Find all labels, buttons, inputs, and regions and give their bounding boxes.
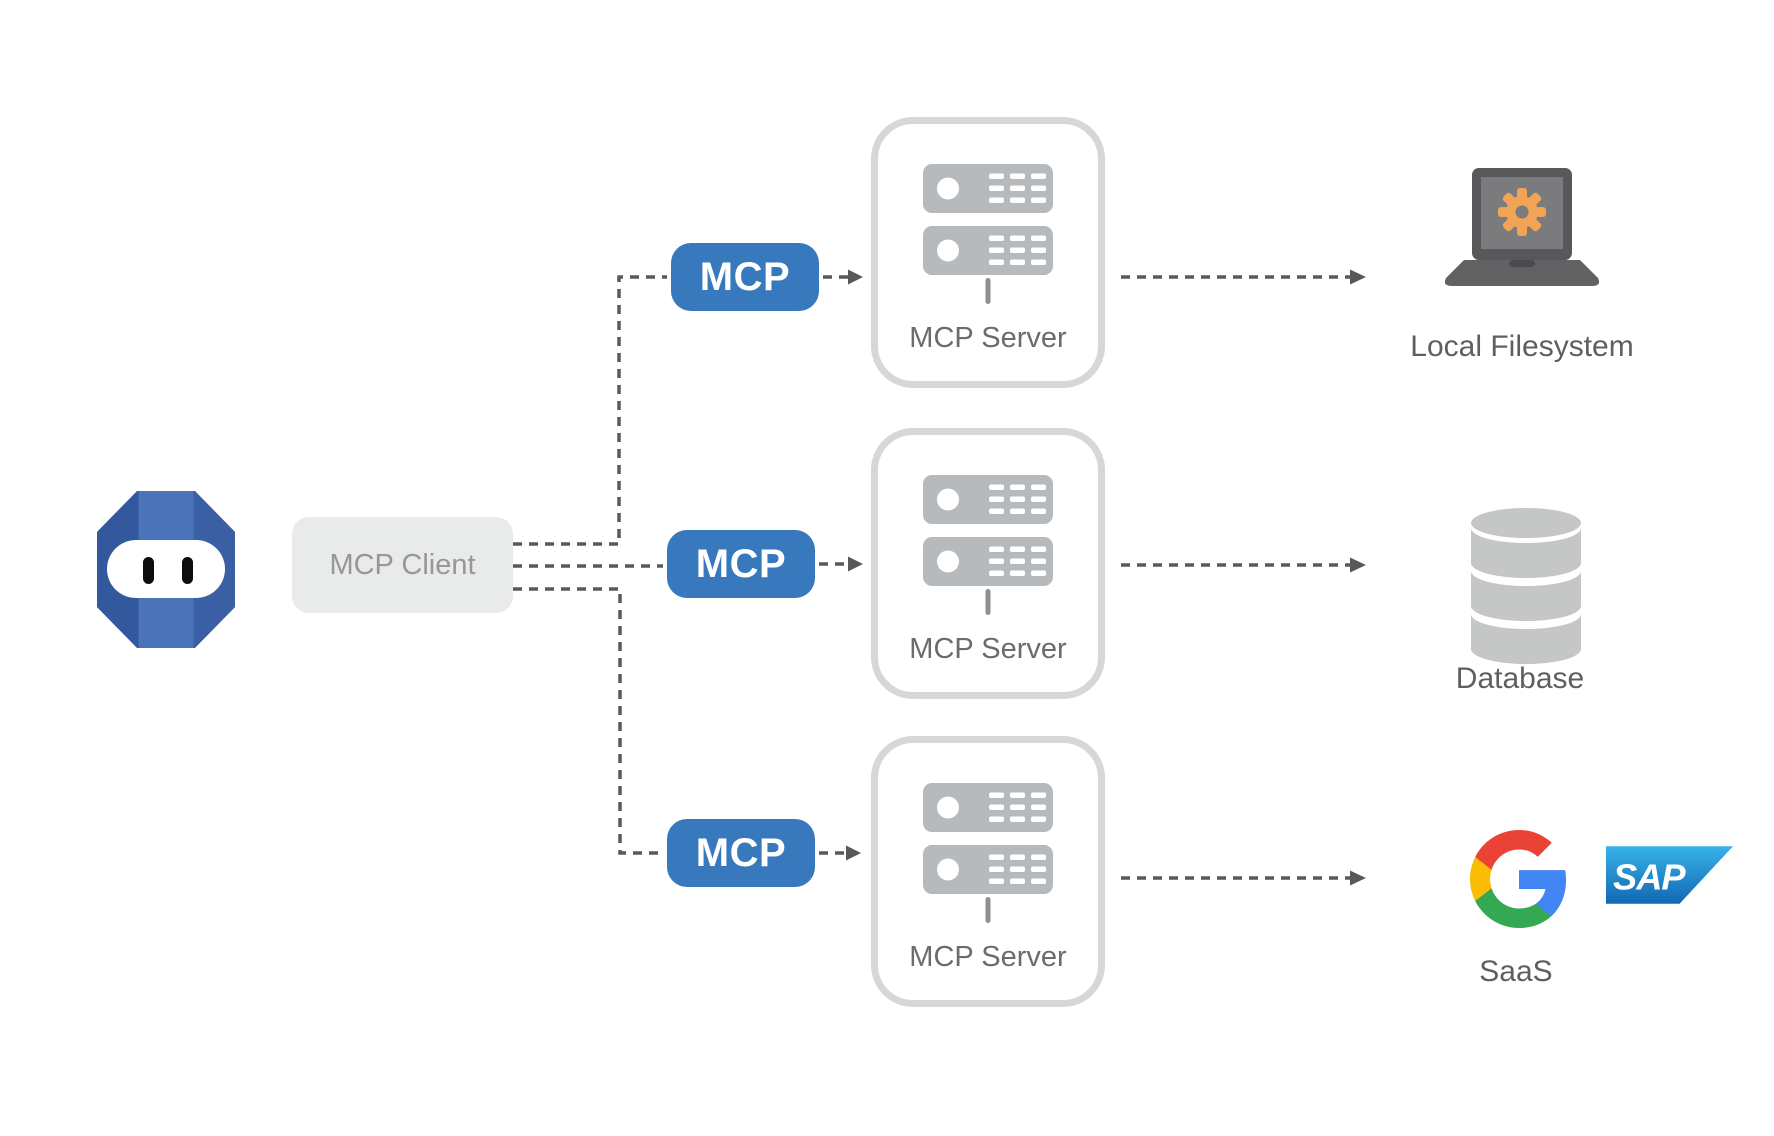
database-label: Database <box>1455 662 1585 695</box>
saas-label: SaaS <box>1479 955 1553 988</box>
arrowhead <box>1350 557 1366 573</box>
mcp-badge-label: MCP <box>699 254 791 299</box>
mcp-server-label: MCP Server <box>909 941 1067 973</box>
mcp-badge-label: MCP <box>695 541 787 586</box>
arrowhead <box>848 556 863 572</box>
robot-face <box>107 540 225 598</box>
mcp-server-label: MCP Server <box>909 322 1067 354</box>
mcp-badge-label: MCP <box>695 830 787 875</box>
gear-icon <box>1498 188 1546 236</box>
arrowhead <box>1350 870 1366 886</box>
mcp-protocol-badge-top: MCP <box>671 243 819 311</box>
google-logo <box>1470 830 1567 928</box>
database-icon <box>1471 508 1581 664</box>
mcp-protocol-badge-bottom: MCP <box>667 819 815 887</box>
sap-logo-text: SAP <box>1613 857 1686 898</box>
mcp-server-box-top: MCP Server <box>871 117 1105 388</box>
robot-eye-right <box>182 557 193 584</box>
mcp-client-label: MCP Client <box>329 548 476 581</box>
mcp-server-box-middle: MCP Server <box>871 428 1105 699</box>
mcp-server-box-bottom: MCP Server <box>871 736 1105 1007</box>
client-to-bottom-mcp-line <box>513 587 663 855</box>
local-filesystem-label: Local Filesystem <box>1410 330 1634 363</box>
server-rack-icon <box>923 783 1053 923</box>
mcp-server-label: MCP Server <box>909 633 1067 665</box>
robot-icon <box>97 491 235 648</box>
robot-eye-left <box>143 557 154 584</box>
client-to-top-mcp-line <box>513 275 667 546</box>
arrowhead <box>846 845 861 861</box>
server-rack-icon <box>923 164 1053 304</box>
server-rack-icon <box>923 475 1053 615</box>
arrowhead <box>1350 269 1366 285</box>
arrowhead <box>848 269 863 285</box>
mcp-protocol-badge-middle: MCP <box>667 530 815 598</box>
laptop-icon <box>1444 168 1600 286</box>
sap-logo: SAP <box>1606 846 1733 904</box>
mcp-client-box: MCP Client <box>292 517 513 613</box>
